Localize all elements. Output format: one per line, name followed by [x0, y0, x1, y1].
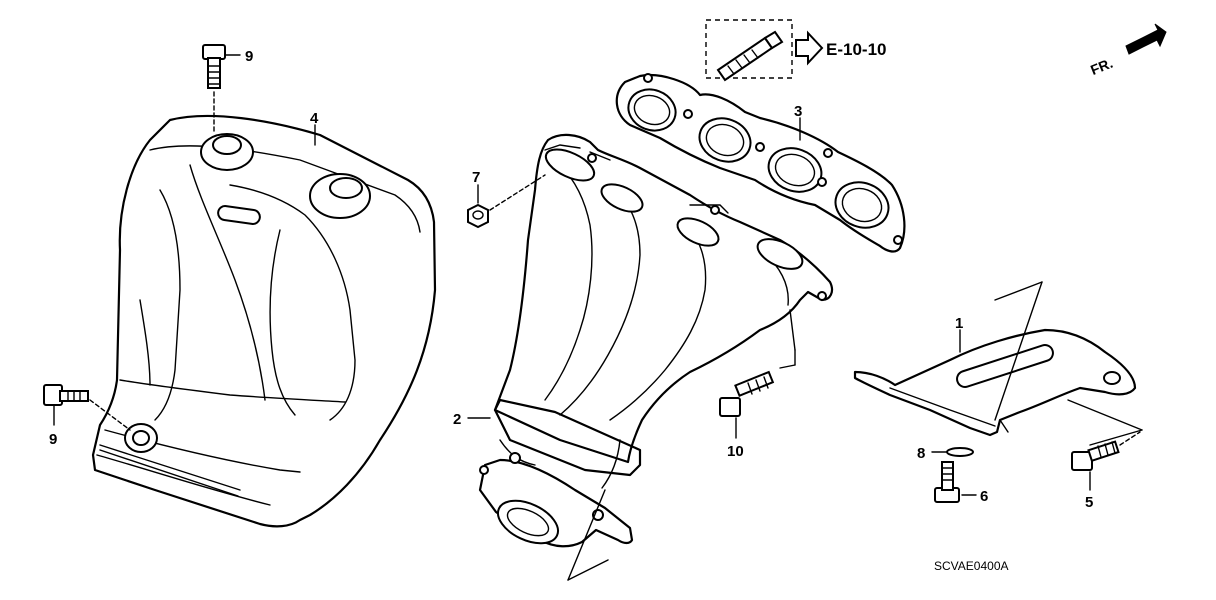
washer-part-8[interactable] — [946, 447, 974, 457]
leader-lines-bottom — [567, 309, 796, 581]
bolt-part-9-lower[interactable] — [43, 384, 131, 431]
diagram-code: SCVAE0400A — [934, 559, 1009, 573]
callout-8: 8 — [917, 445, 925, 462]
callout-7: 7 — [472, 169, 480, 186]
stud-reference-box[interactable] — [705, 19, 793, 82]
bolt-part-5[interactable] — [1071, 431, 1141, 471]
callout-6: 6 — [980, 488, 988, 505]
front-marker: FR. — [1088, 55, 1115, 78]
callout-1: 1 — [955, 315, 963, 332]
front-direction-arrow — [1125, 23, 1167, 55]
nut-part-7[interactable] — [467, 174, 546, 229]
gasket-part-3[interactable] — [615, 73, 906, 253]
callout-9-upper: 9 — [245, 48, 253, 65]
bolt-part-10[interactable] — [719, 370, 775, 417]
bolt-part-9-upper[interactable] — [202, 44, 226, 133]
callout-9-lower: 9 — [49, 431, 57, 448]
callout-4: 4 — [310, 110, 319, 127]
leader-lines-part-1 — [994, 281, 1143, 446]
reference-arrow — [795, 30, 824, 66]
bracket-part-1[interactable] — [853, 328, 1137, 437]
section-reference[interactable]: E-10-10 — [826, 40, 886, 59]
callout-5: 5 — [1085, 494, 1093, 511]
heat-shield-part-4[interactable] — [91, 114, 437, 528]
flange-part-2[interactable] — [478, 398, 642, 552]
callout-10: 10 — [727, 443, 744, 460]
callout-2: 2 — [453, 411, 461, 428]
callout-3: 3 — [794, 103, 802, 120]
exhaust-manifold[interactable] — [493, 133, 834, 464]
bolt-part-6[interactable] — [934, 461, 960, 503]
